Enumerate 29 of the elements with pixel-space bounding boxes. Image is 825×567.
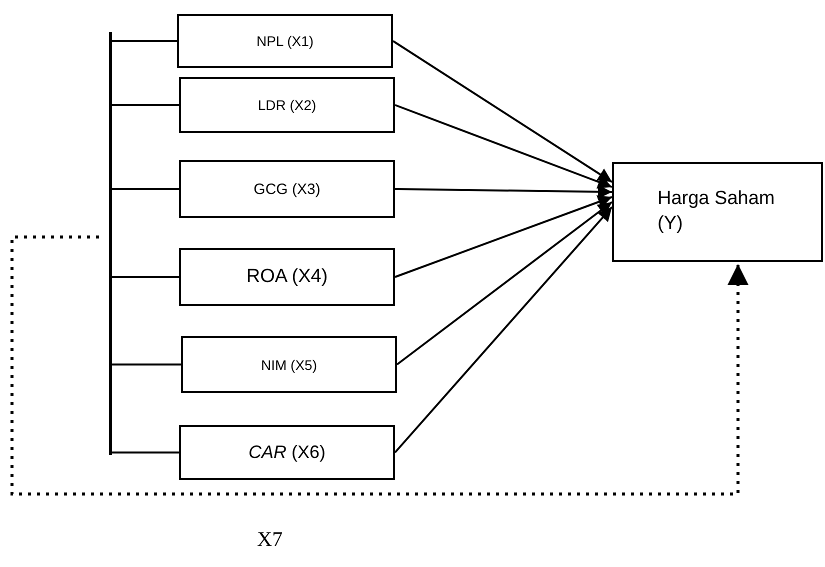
box-label: GCG (X3) [254,180,320,198]
box-label: NPL (X1) [256,33,314,49]
connector-line [112,104,179,106]
connector-line [112,364,181,366]
variable-label: X7 [257,527,283,552]
variable-box [177,14,393,68]
connector-line [112,276,179,278]
bracket-line [109,32,112,455]
arrow [392,40,613,183]
variable-box [179,425,395,480]
arrow [394,206,613,454]
variable-box [179,160,395,218]
box-label: Harga Saham (Y) [658,187,776,236]
connector-line [112,452,179,454]
outcome-box [612,162,823,262]
variable-box [181,336,397,393]
box-label: CAR (X6) [248,442,326,463]
arrow [396,201,613,366]
arrow [394,104,612,189]
variable-box [179,248,395,306]
arrow [394,184,612,199]
dotted-arrow [10,236,748,496]
box-label: NIM (X5) [261,356,317,372]
variable-box [179,77,395,133]
box-label: LDR (X2) [258,97,316,113]
arrow [394,195,612,278]
connector-line [112,40,177,42]
connector-line [112,188,179,190]
box-label: ROA (X4) [246,266,328,288]
